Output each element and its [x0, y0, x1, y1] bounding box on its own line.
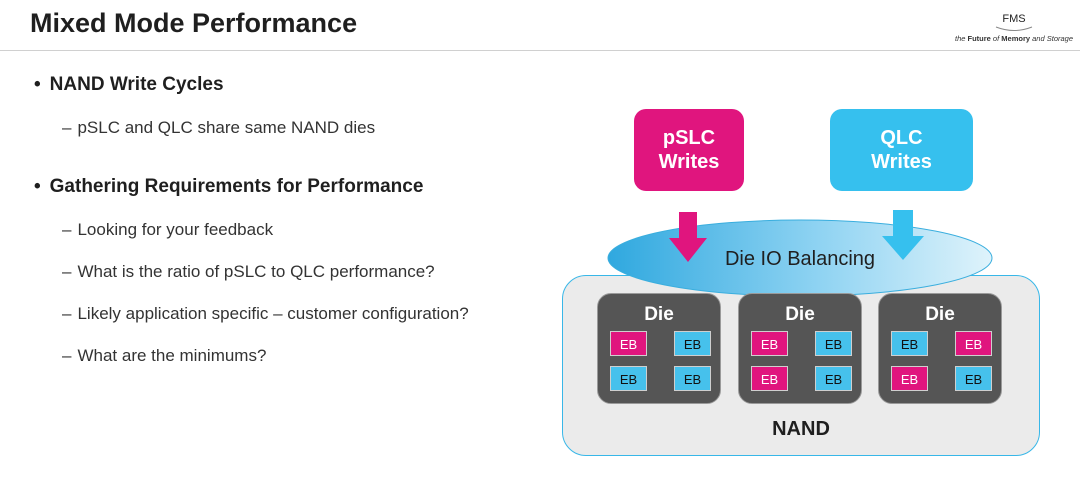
eb-block-qlc: EB: [610, 366, 647, 391]
svg-text:FMS: FMS: [1002, 13, 1025, 25]
eb-block-pslc: EB: [955, 331, 992, 356]
eb-block-pslc: EB: [751, 366, 788, 391]
die-label: Die: [644, 304, 674, 325]
eb-block-pslc: EB: [610, 331, 647, 356]
sub-bullet: pSLC and QLC share same NAND dies: [62, 118, 375, 138]
eb-block-qlc: EB: [674, 366, 711, 391]
pslc-arrow: [669, 212, 707, 262]
bullet-nand-write-cycles: NAND Write Cycles: [34, 74, 224, 96]
slide-title: Mixed Mode Performance: [30, 8, 358, 38]
die-label: Die: [925, 304, 955, 325]
qlc-arrow: [882, 210, 924, 260]
sub-bullet: Looking for your feedback: [62, 220, 273, 240]
fms-logo-icon: FMS: [995, 13, 1033, 31]
eb-block-qlc: EB: [815, 331, 852, 356]
eb-block-pslc: EB: [891, 366, 928, 391]
eb-block-pslc: EB: [751, 331, 788, 356]
nand-label: NAND: [772, 418, 830, 440]
logo-tagline: the Future of Memory and Storage: [954, 34, 1073, 43]
sub-bullet: What is the ratio of pSLC to QLC perform…: [62, 262, 434, 282]
die-io-balancing-label: Die IO Balancing: [724, 248, 876, 270]
title-divider: [0, 50, 1080, 51]
sub-bullet: What are the minimums?: [62, 346, 266, 366]
eb-block-qlc: EB: [815, 366, 852, 391]
sub-bullet: Likely application specific – customer c…: [62, 304, 468, 324]
eb-block-qlc: EB: [955, 366, 992, 391]
eb-block-qlc: EB: [674, 331, 711, 356]
bullet-gathering-requirements: Gathering Requirements for Performance: [34, 176, 424, 198]
eb-block-qlc: EB: [891, 331, 928, 356]
fms-logo: FMS the Future of Memory and Storage: [954, 10, 1074, 43]
die-label: Die: [785, 304, 815, 325]
